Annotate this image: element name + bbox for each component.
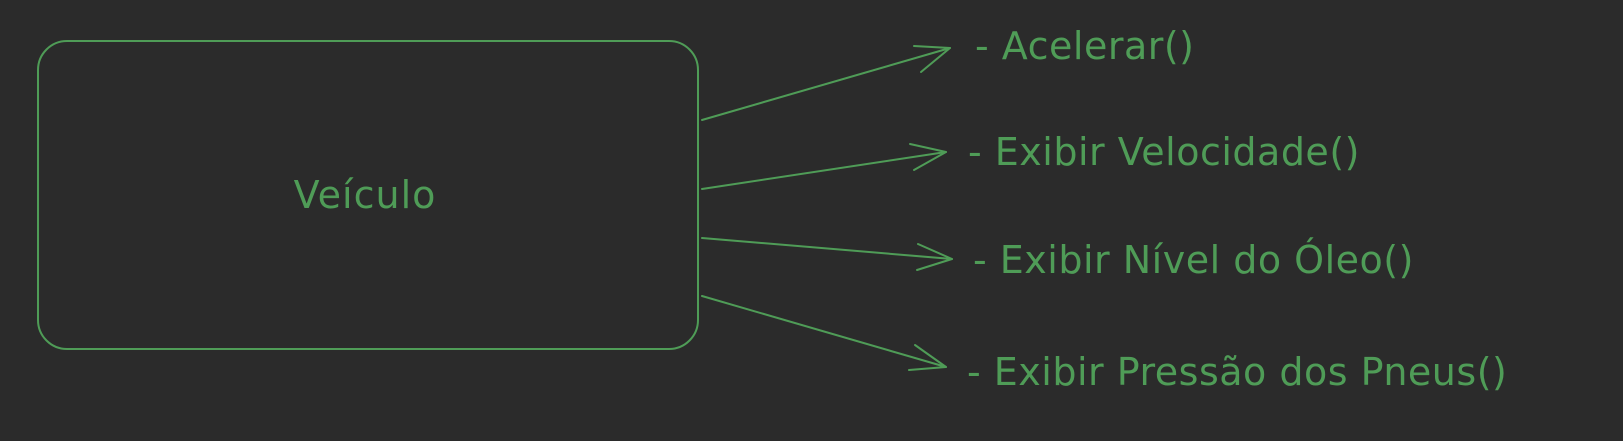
- arrowhead-icon: [908, 344, 947, 371]
- arrowhead-icon: [916, 243, 953, 271]
- entity-box: Veículo: [37, 40, 699, 350]
- arrow-line: [701, 237, 953, 260]
- arrowhead-icon: [913, 45, 951, 73]
- entity-label: Veículo: [293, 173, 437, 217]
- arrow-line: [701, 47, 951, 121]
- method-label-exibir-nivel-oleo: - Exibir Nível do Óleo(): [973, 238, 1414, 282]
- arrow-line: [701, 151, 947, 190]
- arrow-line: [701, 295, 947, 368]
- method-label-acelerar: - Acelerar(): [975, 24, 1195, 68]
- method-label-exibir-pressao-pneus: - Exibir Pressão dos Pneus(): [967, 350, 1508, 394]
- arrowhead-icon: [909, 143, 947, 171]
- method-label-exibir-velocidade: - Exibir Velocidade(): [968, 130, 1360, 174]
